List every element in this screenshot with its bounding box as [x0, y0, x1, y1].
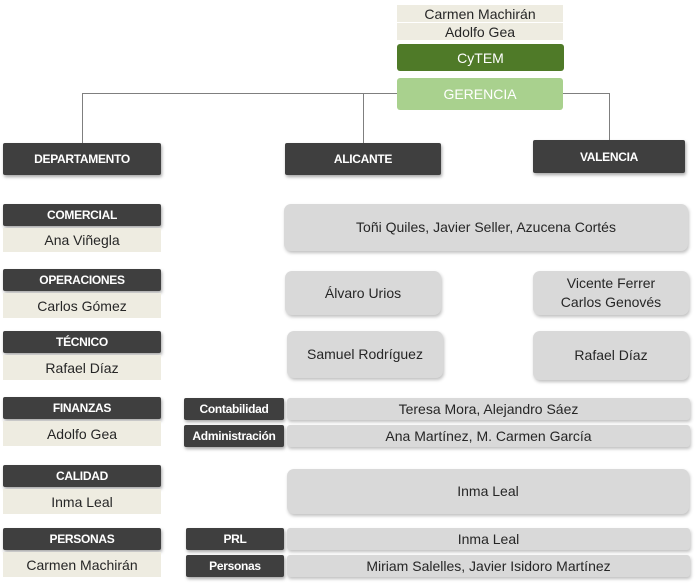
dept-operaciones-person: Carlos Gómez [3, 293, 161, 318]
connector-alicante [363, 93, 364, 144]
tecnico-alicante: Samuel Rodríguez [287, 331, 443, 378]
top-name-1: Carmen Machirán [397, 5, 563, 22]
dept-comercial-person: Ana Viñegla [3, 228, 161, 252]
connector-horizontal [82, 93, 610, 94]
connector-valencia [609, 93, 610, 141]
operaciones-alicante: Álvaro Urios [285, 271, 441, 315]
finanzas-contabilidad-value: Teresa Mora, Alejandro Sáez [287, 398, 690, 420]
connector-departamento [82, 93, 83, 144]
gerencia-box[interactable]: GERENCIA [397, 78, 563, 110]
alicante-header[interactable]: ALICANTE [285, 143, 441, 175]
dept-finanzas[interactable]: FINANZAS [3, 397, 161, 419]
dept-tecnico-person: Rafael Díaz [3, 355, 161, 380]
dept-calidad[interactable]: CALIDAD [3, 465, 161, 487]
calidad-shared: Inma Leal [287, 469, 689, 514]
dept-comercial[interactable]: COMERCIAL [3, 204, 161, 226]
operaciones-valencia-line2: Carlos Genovés [560, 294, 662, 310]
dept-personas-person: Carmen Machirán [3, 552, 161, 577]
dept-tecnico[interactable]: TÉCNICO [3, 331, 161, 353]
dept-operaciones[interactable]: OPERACIONES [3, 269, 161, 291]
dept-personas[interactable]: PERSONAS [3, 528, 161, 550]
personas-sub-personas[interactable]: Personas [186, 555, 284, 577]
personas-sub-prl[interactable]: PRL [186, 528, 284, 550]
top-name-2: Adolfo Gea [397, 23, 563, 40]
cytem-box[interactable]: CyTEM [397, 44, 564, 71]
valencia-header[interactable]: VALENCIA [533, 140, 685, 173]
tecnico-valencia: Rafael Díaz [533, 331, 689, 380]
personas-prl-value: Inma Leal [287, 528, 690, 550]
dept-calidad-person: Inma Leal [3, 489, 161, 514]
dept-finanzas-person: Adolfo Gea [3, 421, 161, 446]
operaciones-valencia: Vicente Ferrer Carlos Genovés [533, 271, 689, 315]
finanzas-sub-contabilidad[interactable]: Contabilidad [184, 398, 284, 420]
departamento-header[interactable]: DEPARTAMENTO [3, 143, 161, 175]
finanzas-administracion-value: Ana Martínez, M. Carmen García [287, 425, 690, 447]
finanzas-sub-administracion[interactable]: Administración [184, 425, 284, 447]
operaciones-valencia-line1: Vicente Ferrer [566, 275, 656, 291]
personas-personas-value: Miriam Salelles, Javier Isidoro Martínez [287, 555, 690, 577]
comercial-shared: Toñi Quiles, Javier Seller, Azucena Cort… [284, 204, 688, 251]
